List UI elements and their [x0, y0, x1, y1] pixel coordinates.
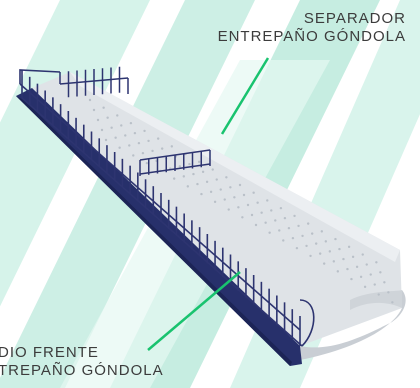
leader-line-separator — [220, 57, 270, 135]
separator-wire-fence — [59, 66, 211, 176]
separator-label: SEPARADOR ENTREPAÑO GÓNDOLA — [218, 10, 406, 46]
front-divider-label: DIO FRENTE TREPAÑO GÓNDOLA — [0, 344, 164, 380]
separator-label-line2: ENTREPAÑO GÓNDOLA — [217, 28, 406, 45]
front-divider-label-line2: TREPAÑO GÓNDOLA — [0, 362, 164, 379]
separator-label-line1: SEPARADOR — [303, 10, 406, 27]
shelf-body — [16, 72, 406, 366]
front-wire-fence — [19, 69, 315, 347]
front-divider-label-line1: DIO FRENTE — [0, 344, 99, 361]
leader-line-front-divider — [147, 271, 241, 351]
